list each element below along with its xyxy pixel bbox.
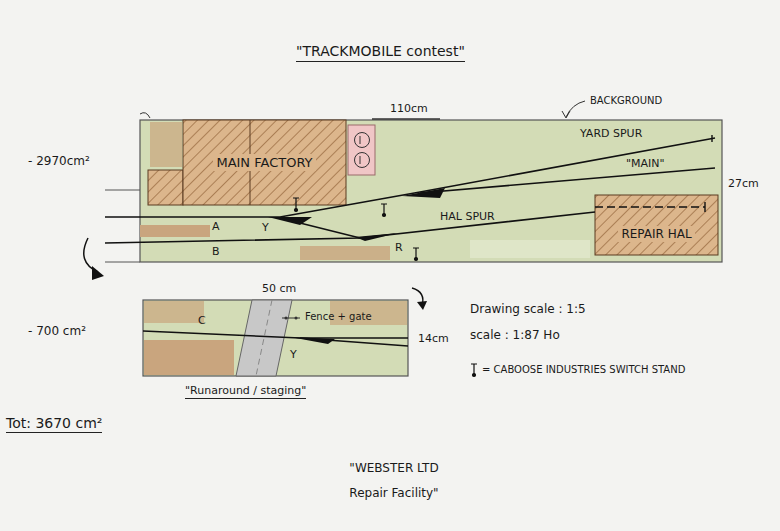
- title: "TRACKMOBILE contest": [296, 44, 465, 62]
- building-box: REPAIR HAL: [595, 195, 718, 255]
- switch-letter: R: [395, 242, 403, 254]
- switch-letter: Y: [290, 349, 297, 361]
- area-note: - 2970cm²: [28, 155, 90, 168]
- track-name: "MAIN": [626, 158, 665, 170]
- dimension: 110cm: [390, 103, 428, 115]
- caption: "WEBSTER LTD Repair Facility": [332, 456, 456, 506]
- building-label: MAIN FACTORY: [213, 154, 315, 171]
- note: BACKGROUND: [590, 95, 662, 106]
- track-letter: C: [198, 315, 206, 327]
- legend-text: = CABOOSE INDUSTRIES SWITCH STAND: [482, 364, 685, 375]
- scale-note: Drawing scale : 1:5: [470, 303, 586, 316]
- area-note: - 700 cm²: [28, 325, 86, 338]
- track-letter: A: [212, 221, 220, 233]
- track-name: YARD SPUR: [580, 128, 642, 140]
- dimension: 27cm: [728, 178, 759, 190]
- dimension: 14cm: [418, 333, 449, 345]
- track-name: HAL SPUR: [440, 211, 495, 223]
- track-letter: B: [212, 246, 220, 258]
- total-note: Tot: 3670 cm²: [6, 416, 102, 433]
- note: Fence + gate: [305, 311, 372, 322]
- dimension: 50 cm: [262, 283, 296, 295]
- scale-note: scale : 1:87 Ho: [470, 329, 560, 342]
- switch-letter: Y: [262, 222, 269, 234]
- building-box: MAIN FACTORY: [183, 120, 346, 205]
- module-name: "Runaround / staging": [185, 385, 306, 399]
- building-label: REPAIR HAL: [618, 226, 694, 242]
